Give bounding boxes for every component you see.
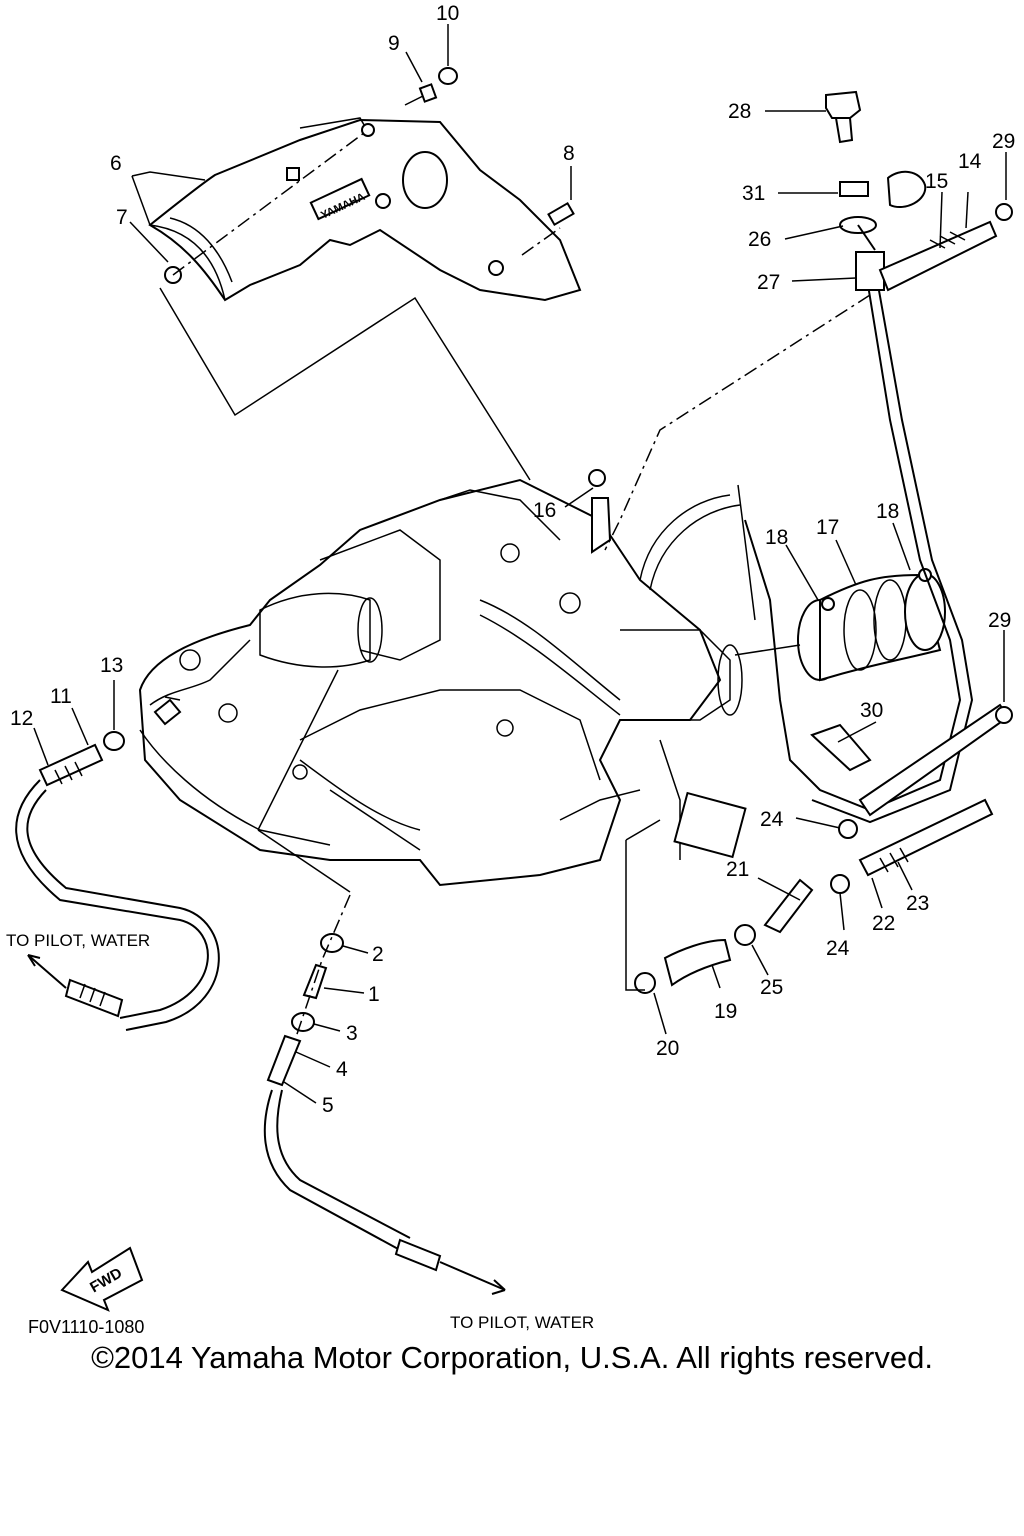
callout-15: 15	[925, 170, 948, 193]
screw-part	[404, 83, 438, 106]
callout-20: 20	[656, 1037, 679, 1060]
callout-2: 2	[372, 943, 384, 966]
callout-29-bottom: 29	[988, 609, 1011, 632]
rubber-joint-part	[797, 568, 946, 682]
water-hose-part	[663, 938, 732, 987]
cap-strap-part	[886, 170, 927, 208]
note-to-pilot-water-left: TO PILOT, WATER	[6, 931, 150, 950]
callout-29-top: 29	[992, 130, 1015, 153]
callout-14: 14	[958, 150, 982, 173]
callout-4: 4	[336, 1058, 348, 1081]
cap-part	[438, 67, 458, 85]
figure-code: F0V1110-1080	[28, 1317, 144, 1337]
callout-10: 10	[436, 2, 459, 25]
callout-5: 5	[322, 1094, 334, 1117]
callout-31: 31	[742, 182, 765, 205]
nut-part	[839, 181, 869, 197]
callout-3: 3	[346, 1022, 358, 1045]
clamp-part-2	[320, 933, 344, 953]
clamp-part-13	[103, 731, 125, 751]
callout-17: 17	[816, 516, 839, 539]
callout-16: 16	[533, 499, 556, 522]
callout-24-bottom: 24	[826, 937, 850, 960]
callout-12: 12	[10, 707, 33, 730]
tube-part	[858, 798, 994, 877]
clamp-part-20	[634, 972, 656, 994]
exhaust-cover-part: YAMAHA	[148, 117, 582, 302]
protector-part	[810, 723, 872, 772]
callout-23: 23	[906, 892, 929, 915]
clip-part	[547, 201, 575, 227]
callout-24-top: 24	[760, 808, 784, 831]
callout-22: 22	[872, 912, 895, 935]
callout-11: 11	[50, 685, 72, 708]
exploded-parts-diagram: YAMAHA	[6, 2, 1015, 1337]
engine-exhaust-assembly	[138, 478, 747, 887]
fitting-part	[855, 251, 885, 291]
forward-arrow-icon: FWD	[60, 1246, 144, 1312]
callout-6: 6	[110, 152, 122, 175]
copyright-notice: ©2014 Yamaha Motor Corporation, U.S.A. A…	[91, 1340, 933, 1375]
callout-9: 9	[388, 32, 400, 55]
callout-28: 28	[728, 100, 751, 123]
hose-part-4	[266, 1034, 302, 1087]
callout-1: 1	[368, 983, 380, 1006]
callout-26: 26	[748, 228, 771, 251]
callout-13: 13	[100, 654, 123, 677]
callout-21: 21	[726, 858, 749, 881]
callout-8: 8	[563, 142, 575, 165]
callout-18-left: 18	[765, 526, 788, 549]
water-box-part	[673, 791, 747, 859]
callout-27: 27	[757, 271, 780, 294]
small-hose-part	[591, 497, 612, 554]
clamp-part-24	[830, 874, 850, 894]
callout-19: 19	[714, 1000, 737, 1023]
hose-part-12	[38, 743, 104, 787]
callout-7: 7	[116, 206, 128, 229]
joint-part	[763, 878, 814, 934]
note-to-pilot-water-bottom: TO PILOT, WATER	[450, 1313, 594, 1332]
hose-clamp-part	[995, 203, 1013, 221]
vent-hose-part	[878, 220, 998, 292]
callout-30: 30	[860, 699, 883, 722]
clamp-part-25	[734, 924, 756, 946]
callout-25: 25	[760, 976, 783, 999]
callout-18-right: 18	[876, 500, 899, 523]
clamp-part-3	[291, 1012, 315, 1032]
filler-cap-part	[825, 90, 862, 144]
